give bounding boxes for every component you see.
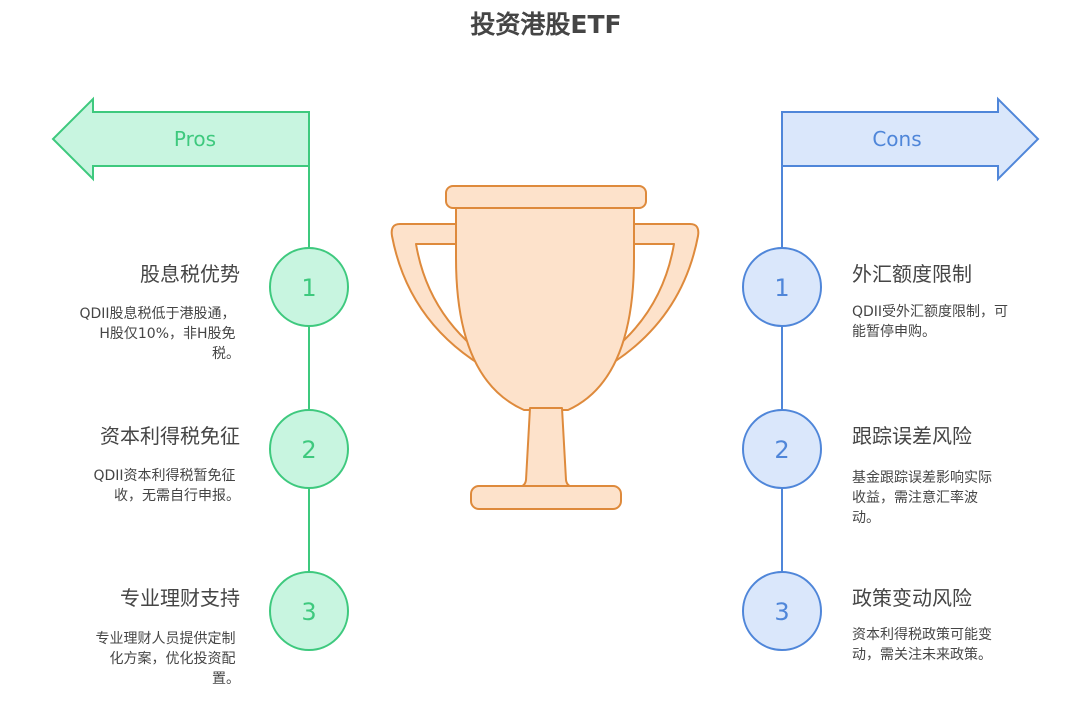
arrow-right-icon: [781, 96, 1040, 182]
page-title: 投资港股ETF: [470, 10, 621, 39]
pros-item-desc: QDII股息税低于港股通， H股仅10%，非H股免 税。: [79, 305, 240, 362]
trophy-left-handle: [390, 223, 507, 377]
pros-number-circle: [269, 247, 349, 327]
cons-item: 2 跟踪误差风险 基金跟踪误差影响实际 收益，需注意汇率波 动。: [742, 409, 996, 526]
pros-item-title: 专业理财支持: [120, 586, 240, 610]
pros-banner: Pros: [51, 96, 310, 182]
pros-number-circle: [269, 409, 349, 489]
cons-number: 3: [774, 598, 789, 626]
cons-item-title: 外汇额度限制: [852, 262, 972, 286]
trophy-base: [470, 485, 622, 510]
trophy-rim: [445, 185, 647, 209]
pros-item: 2 资本利得税免征 QDII资本利得税暂免征 收，无需自行申报。: [93, 409, 349, 504]
trophy-cup: [455, 205, 635, 411]
cons-number-circle: [742, 409, 822, 489]
cons-item-desc: QDII受外汇额度限制，可 能暂停申购。: [852, 304, 1013, 340]
pros-label: Pros: [174, 127, 216, 151]
cons-item-desc: 资本利得税政策可能变 动，需关注未来政策。: [852, 626, 996, 663]
cons-item-title: 政策变动风险: [852, 586, 972, 610]
cons-banner: Cons: [781, 96, 1040, 182]
arrow-left-icon: [51, 96, 310, 182]
pros-number-circle: [269, 571, 349, 651]
pros-number: 1: [301, 274, 316, 302]
cons-item-desc: 基金跟踪误差影响实际 收益，需注意汇率波 动。: [852, 469, 996, 526]
pros-number: 2: [301, 436, 316, 464]
cons-number: 1: [774, 274, 789, 302]
pros-item: 3 专业理财支持 专业理财人员提供定制 化方案，优化投资配 置。: [96, 571, 349, 687]
pros-item-desc: 专业理财人员提供定制 化方案，优化投资配 置。: [96, 631, 240, 687]
pros-item-title: 股息税优势: [140, 262, 240, 286]
cons-number: 2: [774, 436, 789, 464]
cons-item: 1 外汇额度限制 QDII受外汇额度限制，可 能暂停申购。: [742, 247, 1013, 340]
trophy-stem: [513, 407, 579, 489]
pros-item-title: 资本利得税免征: [100, 424, 240, 448]
pros-item: 1 股息税优势 QDII股息税低于港股通， H股仅10%，非H股免 税。: [79, 247, 349, 362]
cons-item: 3 政策变动风险 资本利得税政策可能变 动，需关注未来政策。: [742, 571, 996, 663]
cons-label: Cons: [872, 127, 921, 151]
cons-number-circle: [742, 247, 822, 327]
pros-item-desc: QDII资本利得税暂免征 收，无需自行申报。: [93, 467, 240, 504]
cons-item-title: 跟踪误差风险: [852, 424, 972, 448]
pros-number: 3: [301, 598, 316, 626]
cons-number-circle: [742, 571, 822, 651]
trophy-icon: [390, 185, 700, 510]
trophy-right-handle: [583, 223, 700, 377]
